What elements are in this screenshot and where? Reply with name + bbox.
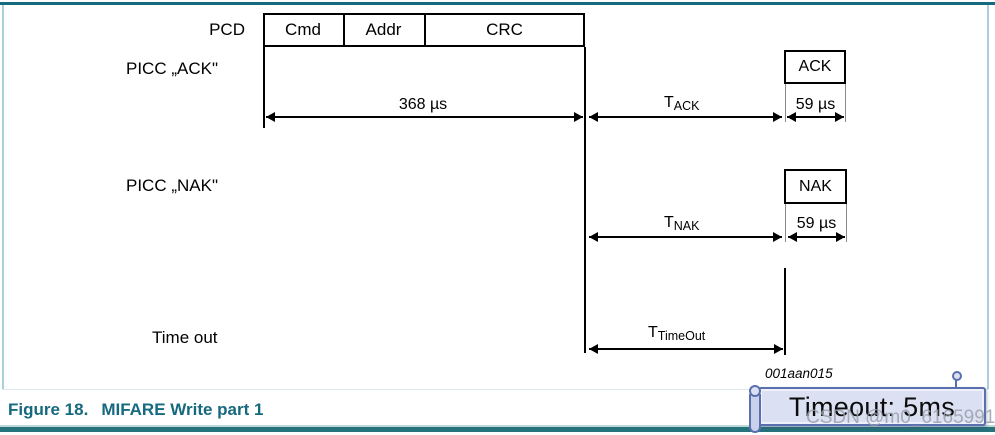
frame-duration-arrow xyxy=(266,112,583,122)
t-timeout-prefix: T xyxy=(648,324,658,341)
nak-response-box: NAK xyxy=(784,169,847,204)
t-nak-prefix: T xyxy=(664,214,674,231)
t-timeout-arrow xyxy=(589,344,783,354)
nak-duration-arrow xyxy=(788,232,845,242)
tooltip-scroll-curl-right xyxy=(952,371,962,381)
t-nak-subscript: NAK xyxy=(673,219,700,233)
figure-caption-number: Figure 18. xyxy=(8,400,89,419)
pcd-row-label: PCD xyxy=(209,20,245,39)
ack-duration-label: 59 µs xyxy=(795,96,836,113)
tooltip-scroll-roll xyxy=(749,394,761,433)
ack-duration-guide-right xyxy=(845,84,846,122)
nak-duration-label: 59 µs xyxy=(796,215,837,232)
frame-bottom-bar xyxy=(0,427,995,432)
nak-duration-guide-left xyxy=(785,204,786,242)
pcd-frame-divider-1 xyxy=(343,13,345,47)
frame-right-border xyxy=(987,5,989,389)
t-nak-arrow xyxy=(589,232,782,242)
pcd-segment-crc: CRC xyxy=(486,20,523,39)
ack-duration-guide-left xyxy=(785,84,786,122)
frame-left-border xyxy=(2,5,4,389)
nak-duration-guide-right xyxy=(846,204,847,242)
image-code-label: 001aan015 xyxy=(765,366,833,381)
frame-end-reference-line xyxy=(584,47,586,353)
pcd-segment-cmd: Cmd xyxy=(285,20,321,39)
tooltip-text: Timeout: 5ms xyxy=(788,392,956,422)
frame-bottom-border xyxy=(2,389,989,390)
pcd-segment-addr: Addr xyxy=(365,20,402,39)
figure-caption-title: MIFARE Write part 1 xyxy=(101,400,264,419)
t-ack-arrow xyxy=(589,112,782,122)
t-ack-subscript: ACK xyxy=(673,99,700,113)
frame-top-bar xyxy=(0,2,995,5)
timeout-row-label: Time out xyxy=(152,328,218,347)
tooltip-scroll-body xyxy=(758,387,986,426)
tooltip-scroll-curl-left xyxy=(749,385,761,397)
t-ack-label: TACK xyxy=(664,94,700,113)
frame-start-reference-line xyxy=(263,47,265,128)
ack-duration-arrow xyxy=(787,112,844,122)
frame-bottom-light-line xyxy=(0,425,995,427)
picc-ack-row-label: PICC „ACK" xyxy=(126,59,218,78)
pcd-frame-divider-2 xyxy=(424,13,426,47)
frame-duration-label: 368 µs xyxy=(398,96,448,113)
t-nak-label: TNAK xyxy=(664,214,700,233)
picc-nak-row-label: PICC „NAK" xyxy=(126,176,218,195)
t-ack-prefix: T xyxy=(664,94,674,111)
t-timeout-label: TTimeOut xyxy=(648,324,706,343)
ack-response-box: ACK xyxy=(784,50,846,84)
figure-caption: Figure 18. MIFARE Write part 1 xyxy=(8,400,263,420)
timeout-reference-line xyxy=(784,268,786,355)
watermark-text: CSDN @m0_61659911 xyxy=(806,407,995,428)
t-timeout-subscript: TimeOut xyxy=(657,329,706,343)
tooltip-scroll-stem xyxy=(955,379,957,388)
